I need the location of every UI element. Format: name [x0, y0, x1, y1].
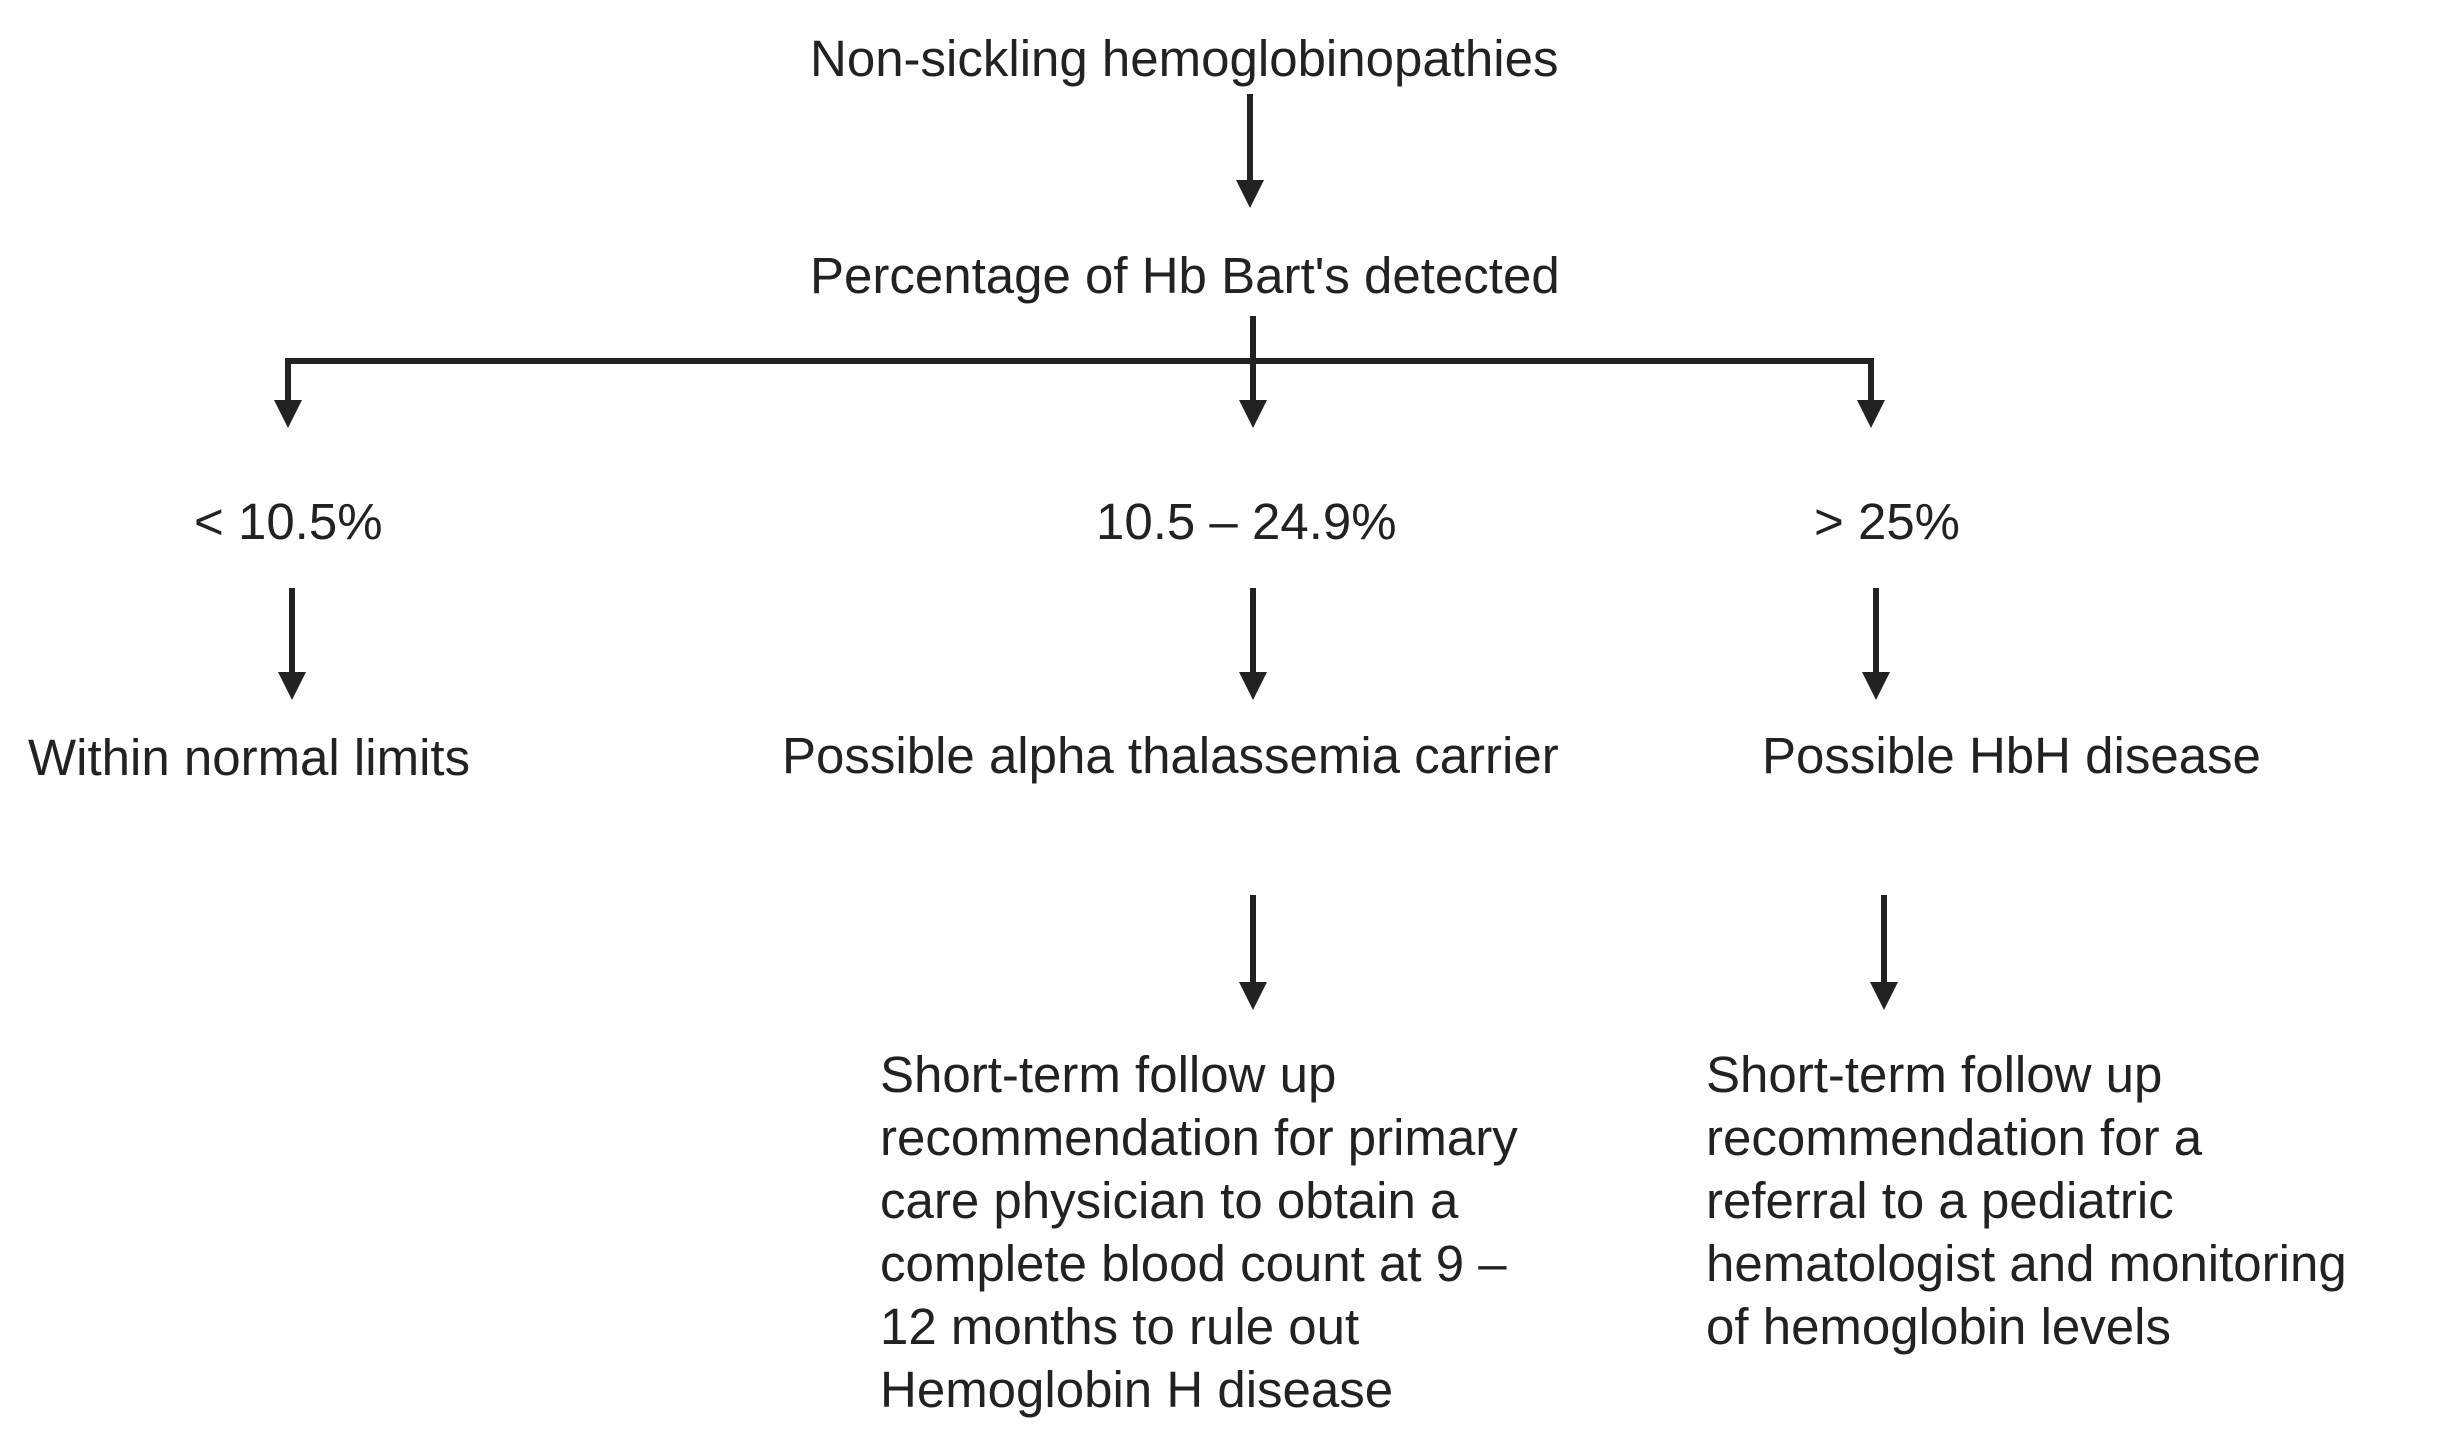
arrow-range-1-to-result-head	[278, 672, 306, 700]
arrow-root-to-test-head	[1236, 180, 1264, 208]
followup-text-hbh: Short-term follow up recommendation for …	[1706, 1046, 2347, 1355]
arrow-range-2-to-result-head	[1239, 672, 1267, 700]
result-label-hbh: Possible HbH disease	[1762, 727, 2261, 784]
range-label-low: < 10.5%	[194, 493, 383, 550]
result-label-normal: Within normal limits	[28, 729, 471, 786]
arrow-range-3-to-result-head	[1862, 672, 1890, 700]
result-label-carrier: Possible alpha thalassemia carrier	[782, 727, 1559, 784]
test-node-label: Percentage of Hb Bart's detected	[810, 247, 1560, 304]
arrow-result-3-to-followup-head	[1870, 982, 1898, 1010]
arrow-result-2-to-followup-head	[1239, 982, 1267, 1010]
arrow-split-to-range-2-head	[1239, 400, 1267, 428]
range-label-mid: 10.5 – 24.9%	[1096, 493, 1397, 550]
root-node-label: Non-sickling hemoglobinopathies	[810, 30, 1559, 87]
followup-text-carrier: Short-term follow up recommendation for …	[880, 1046, 1518, 1418]
range-label-high: > 25%	[1814, 493, 1961, 550]
arrow-split-to-range-1-head	[274, 400, 302, 428]
arrow-split-to-range-3-head	[1857, 400, 1885, 428]
